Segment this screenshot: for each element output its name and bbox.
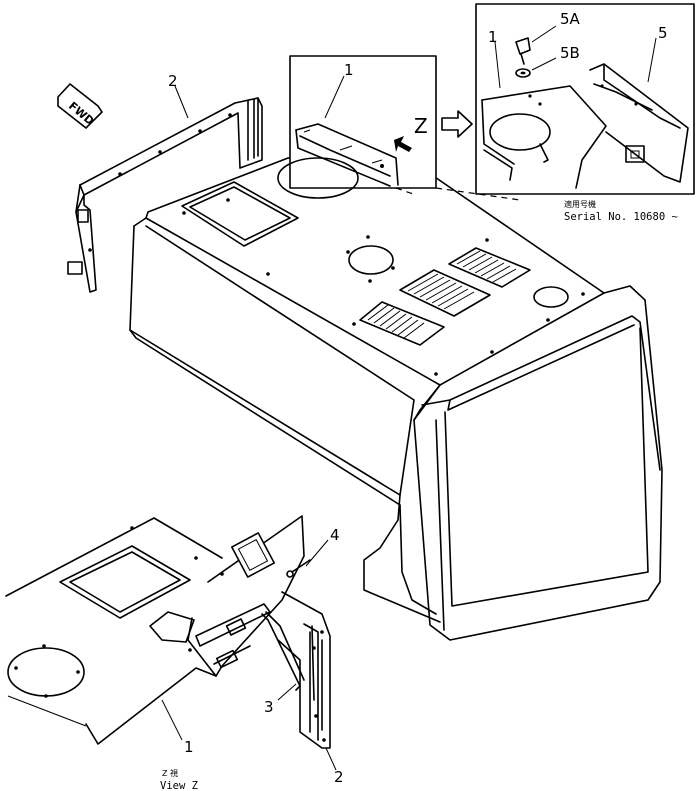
to-inset-arrow-icon (441, 110, 473, 138)
callout-5: 5 (658, 24, 668, 42)
callout-1-inset: 1 (488, 28, 498, 46)
callout-4: 4 (330, 526, 340, 544)
view-z-arrow-icon (394, 136, 412, 152)
view-z-assembly (5, 515, 331, 749)
serial-jp: 適用号機 (564, 199, 596, 209)
serial-en: Serial No. 10680 ~ (564, 211, 678, 223)
inset-box (475, 3, 695, 195)
callout-5b: 5B (560, 44, 580, 62)
callout-2-top: 2 (168, 72, 178, 90)
callout-1-bottom: 1 (184, 738, 194, 756)
fwd-arrow-icon: FWD (57, 83, 103, 129)
view-z-letter: Z (414, 114, 428, 138)
callout-2-bottom: 2 (334, 768, 344, 786)
callout-5a: 5A (560, 10, 581, 28)
bracket-top-left (67, 97, 263, 293)
callout-3: 3 (264, 698, 274, 716)
view-caption-en: View Z (160, 780, 198, 791)
detail-box (277, 55, 437, 199)
view-caption-jp: Z 視 (162, 769, 178, 778)
callout-1-detail: 1 (344, 61, 354, 79)
console-housing (129, 157, 663, 641)
